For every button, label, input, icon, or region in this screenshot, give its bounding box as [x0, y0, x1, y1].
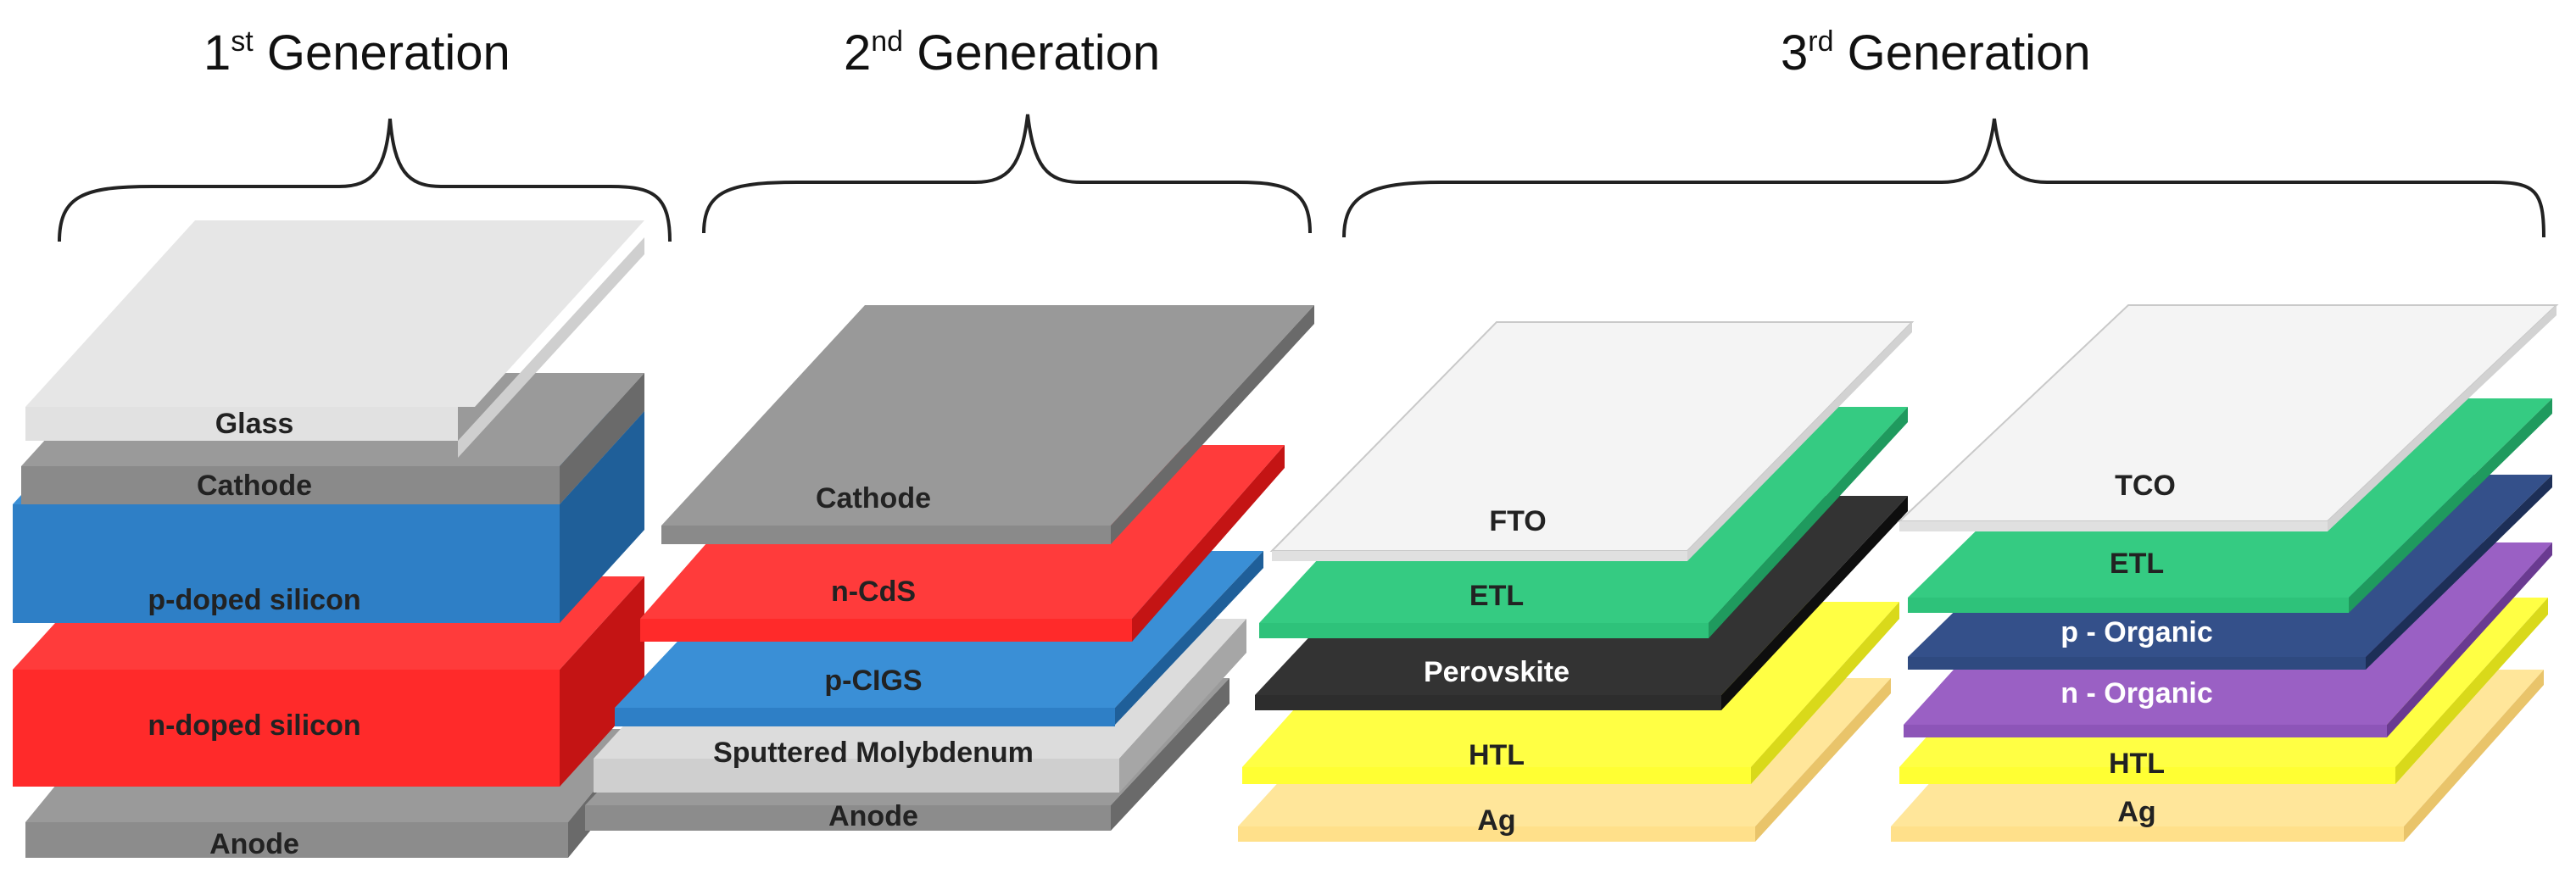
- third-a-label-htl: HTL: [1469, 739, 1525, 771]
- third-a-label-ag: Ag: [1477, 804, 1515, 837]
- third-a-label-fto: FTO: [1489, 505, 1546, 537]
- third-generation-title: 3rd Generation: [1781, 25, 2091, 81]
- second-label-anode: Anode: [828, 800, 918, 832]
- first-generation-title: 1st Generation: [204, 25, 510, 81]
- first-label-glass: Glass: [215, 408, 294, 440]
- second-cathode-layer: [661, 305, 1314, 544]
- first-generation-brace: [58, 118, 672, 242]
- third-b-label-ag: Ag: [2117, 796, 2155, 828]
- third-b-label-htl: HTL: [2109, 748, 2165, 780]
- third-b-label-tco: TCO: [2115, 470, 2176, 502]
- second-generation-title: 2nd Generation: [844, 25, 1160, 81]
- third-a-label-etl: ETL: [1469, 580, 1524, 612]
- third-b-label-n-organic: n - Organic: [2060, 677, 2212, 709]
- first-glass-layer: [25, 220, 644, 458]
- second-generation-brace: [702, 114, 1312, 234]
- first-label-anode: Anode: [209, 828, 299, 860]
- second-label-molybdenum: Sputtered Molybdenum: [713, 737, 1034, 769]
- third-b-label-etl: ETL: [2110, 548, 2164, 580]
- third-a-label-perovskite: Perovskite: [1424, 656, 1570, 688]
- third-generation-brace: [1342, 118, 2545, 238]
- first-label-p-doped-silicon: p-doped silicon: [148, 584, 360, 616]
- second-label-cathode: Cathode: [816, 482, 931, 515]
- first-label-n-doped-silicon: n-doped silicon: [148, 709, 360, 742]
- second-label-p-cigs: p-CIGS: [824, 665, 922, 697]
- first-label-cathode: Cathode: [197, 470, 312, 502]
- third-b-tco-layer: [1897, 304, 2559, 531]
- third-b-label-p-organic: p - Organic: [2060, 616, 2212, 648]
- third-a-fto-layer: [1269, 321, 1915, 561]
- second-label-n-cds: n-CdS: [831, 576, 916, 608]
